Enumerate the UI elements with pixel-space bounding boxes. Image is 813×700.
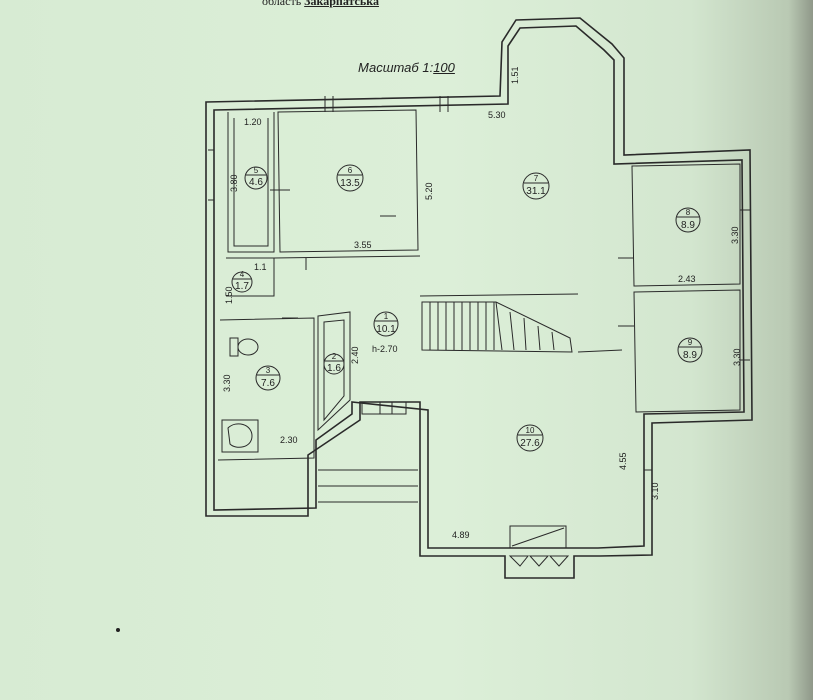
bay-window (508, 525, 570, 567)
dim-1-20: 1.20 (244, 117, 262, 127)
room-10-area: 27.6 (520, 438, 540, 449)
scale-text: Масштаб 1: (358, 60, 434, 75)
dim-3-30-room3: 3.30 (222, 374, 232, 392)
dim-5-30: 5.30 (488, 110, 506, 120)
room-2-area: 1.6 (327, 363, 341, 374)
room-4-label: 4 1.7 (231, 270, 253, 293)
dim-4-89: 4.89 (452, 530, 470, 540)
dim-3-55: 3.55 (354, 240, 372, 250)
dim-1-1: 1.1 (254, 262, 267, 272)
dim-3-80: 3.80 (229, 174, 239, 192)
dim-3-30-room9: 3.30 (732, 348, 742, 366)
room-8-area: 8.9 (681, 220, 695, 231)
room-6-area: 13.5 (340, 178, 360, 189)
room-10-number: 10 (526, 426, 535, 435)
dim-1-51: 1.51 (510, 66, 520, 84)
dim-5-20: 5.20 (424, 182, 434, 200)
dim-3-10: 3.10 (650, 482, 660, 500)
room-1-area: 10.1 (376, 324, 396, 335)
outer-walls (205, 17, 753, 579)
room-1-number: 1 (384, 312, 389, 321)
room-7-label: 7 31.1 (522, 172, 550, 200)
room-6-label: 6 13.5 (336, 164, 364, 192)
room-9-area: 8.9 (683, 350, 697, 361)
scale-label: Масштаб 1:100 (358, 60, 455, 75)
room-1-height: h-2.70 (372, 344, 398, 354)
room-8-label: 8 8.9 (675, 207, 701, 233)
dim-1-50: 1.50 (224, 286, 234, 304)
room-2-label: 2 1.6 (323, 352, 345, 375)
scale-value: 100 (433, 60, 455, 75)
dim-4-55: 4.55 (618, 452, 628, 470)
room-4-number: 4 (240, 270, 245, 279)
dim-2-40: 2.40 (350, 346, 360, 364)
bathroom-fixtures (221, 337, 259, 453)
room-8-number: 8 (686, 208, 691, 217)
room-6-number: 6 (348, 166, 353, 175)
window-ticks (208, 96, 750, 471)
dim-2-30: 2.30 (280, 435, 298, 445)
room-7-area: 31.1 (526, 186, 546, 197)
room-4-area: 1.7 (235, 281, 249, 292)
room-5-area: 4.6 (249, 177, 263, 188)
room-3-area: 7.6 (261, 378, 275, 389)
room-3-number: 3 (266, 366, 271, 375)
dimension-labels: 1.20 3.80 3.55 5.20 5.30 1.51 3.30 2.43 … (222, 66, 742, 540)
region-prefix: область (262, 0, 302, 8)
room-5-label: 5 4.6 (244, 166, 268, 190)
region-name: Закарпатська (304, 0, 379, 8)
interior-walls (217, 109, 741, 461)
room-10-label: 10 27.6 (516, 424, 544, 452)
room-9-label: 9 8.9 (677, 337, 703, 363)
ink-dot (116, 628, 120, 632)
stair-upper (421, 301, 573, 353)
entrance-steps (318, 402, 418, 503)
room-7-number: 7 (534, 174, 539, 183)
room-2-number: 2 (332, 352, 337, 361)
room-5-number: 5 (254, 166, 259, 175)
room-3-label: 3 7.6 (255, 365, 281, 391)
room-9-number: 9 (688, 338, 693, 347)
region-header: область Закарпатська (262, 0, 379, 9)
room-labels: 5 4.6 6 13.5 7 31.1 8 8.9 (231, 164, 703, 452)
room-1-label: 1 10.1 h-2.70 (372, 311, 399, 354)
dim-3-30-room8: 3.30 (730, 226, 740, 244)
dim-2-43: 2.43 (678, 274, 696, 284)
